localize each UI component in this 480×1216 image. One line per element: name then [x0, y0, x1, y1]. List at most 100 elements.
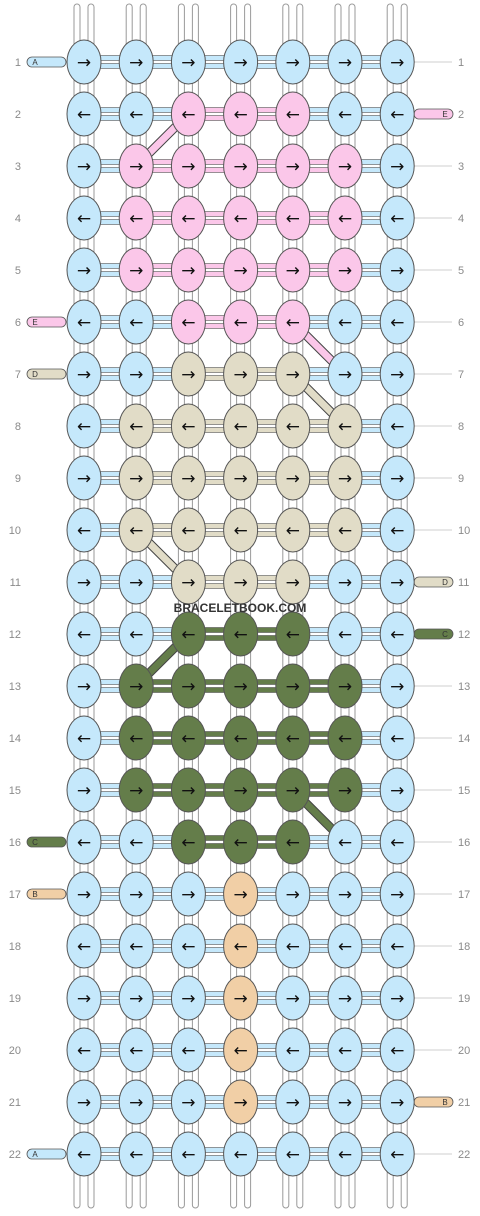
- connector-segment: [149, 1095, 175, 1101]
- connector-segment: [97, 219, 123, 225]
- knot: [170, 715, 206, 761]
- connector-segment: [254, 167, 280, 173]
- connector-segment: [202, 783, 227, 789]
- connector-segment: [254, 271, 280, 277]
- knot: [275, 1027, 311, 1073]
- knot-direction-arrow: →: [390, 1093, 404, 1113]
- knot-direction-arrow: →: [390, 573, 404, 593]
- connector-segment: [306, 479, 332, 485]
- knot: [118, 299, 154, 345]
- knot: [170, 767, 206, 813]
- connector-segment: [97, 627, 123, 633]
- connector-segment: [202, 939, 227, 945]
- knot-direction-arrow: →: [129, 1093, 143, 1113]
- connector-segment: [149, 895, 175, 901]
- connector-segment: [358, 1155, 384, 1161]
- knot-direction-arrow: →: [129, 573, 143, 593]
- knot-direction-arrow: →: [233, 677, 247, 697]
- knot: [379, 975, 415, 1021]
- knot-direction-arrow: ←: [233, 1145, 247, 1165]
- connector-segment: [149, 1103, 175, 1109]
- connector-segment: [202, 167, 227, 173]
- row-number-right: 20: [458, 1045, 470, 1057]
- knot-direction-arrow: →: [390, 157, 404, 177]
- connector-segment: [202, 679, 227, 685]
- connector-segment: [254, 427, 280, 433]
- connector-segment: [306, 367, 332, 373]
- knot-direction-arrow: →: [129, 365, 143, 385]
- connector-segment: [202, 635, 227, 641]
- knot-direction-arrow: →: [181, 469, 195, 489]
- connector-segment: [97, 783, 123, 789]
- knot-direction-arrow: ←: [181, 937, 195, 957]
- connector-segment: [149, 63, 175, 69]
- knot: [66, 247, 102, 293]
- row-number-left: 11: [10, 577, 21, 589]
- knot: [327, 611, 363, 657]
- knot-direction-arrow: →: [181, 365, 195, 385]
- connector-segment: [358, 159, 384, 165]
- connector-segment: [97, 167, 123, 173]
- knot: [170, 507, 206, 553]
- knot-direction-arrow: ←: [338, 105, 352, 125]
- connector-segment: [306, 999, 332, 1005]
- knot-direction-arrow: →: [129, 157, 143, 177]
- knot: [275, 143, 311, 189]
- connector-segment: [202, 479, 227, 485]
- connector-segment: [202, 947, 227, 953]
- connector-segment: [97, 583, 123, 589]
- connector-segment: [149, 375, 175, 381]
- knot: [66, 143, 102, 189]
- knot: [66, 611, 102, 657]
- knot: [66, 871, 102, 917]
- knot: [170, 1131, 206, 1177]
- connector-segment: [306, 1155, 332, 1161]
- connector-segment: [306, 947, 332, 953]
- knot: [66, 975, 102, 1021]
- connector-segment: [202, 115, 227, 121]
- connector-segment: [306, 375, 332, 381]
- connector-segment: [306, 115, 332, 121]
- connector-segment: [358, 679, 384, 685]
- connector-segment: [254, 1043, 280, 1049]
- knot: [275, 871, 311, 917]
- connector-segment: [254, 887, 280, 893]
- knot: [327, 871, 363, 917]
- connector-segment: [306, 315, 332, 321]
- string-end: [26, 368, 67, 380]
- connector-segment: [202, 211, 227, 217]
- knot: [379, 91, 415, 137]
- knot-direction-arrow: ←: [286, 1041, 300, 1061]
- knot-direction-arrow: ←: [390, 521, 404, 541]
- connector-segment: [254, 375, 280, 381]
- connector-segment: [97, 1051, 123, 1057]
- connector-segment: [358, 627, 384, 633]
- connector-segment: [149, 679, 175, 685]
- knot-direction-arrow: ←: [181, 625, 195, 645]
- knot: [118, 1131, 154, 1177]
- knot: [275, 507, 311, 553]
- knot-direction-arrow: →: [181, 261, 195, 281]
- connector-segment: [202, 1095, 227, 1101]
- knot-direction-arrow: ←: [129, 625, 143, 645]
- connector-segment: [254, 1095, 280, 1101]
- connector-segment: [358, 947, 384, 953]
- connector-segment: [358, 55, 384, 61]
- connector-segment: [358, 843, 384, 849]
- connector-segment: [149, 323, 175, 329]
- connector-segment: [306, 1051, 332, 1057]
- knot-direction-arrow: →: [338, 1093, 352, 1113]
- knot: [170, 819, 206, 865]
- knot-direction-arrow: →: [181, 1093, 195, 1113]
- connector-segment: [97, 999, 123, 1005]
- knot-direction-arrow: ←: [390, 625, 404, 645]
- knot-direction-arrow: →: [286, 365, 300, 385]
- knot: [379, 195, 415, 241]
- knot-direction-arrow: ←: [286, 937, 300, 957]
- connector-segment: [306, 939, 332, 945]
- knot: [118, 559, 154, 605]
- knot: [66, 1131, 102, 1177]
- connector-segment: [306, 271, 332, 277]
- connector-segment: [202, 427, 227, 433]
- connector-segment: [97, 115, 123, 121]
